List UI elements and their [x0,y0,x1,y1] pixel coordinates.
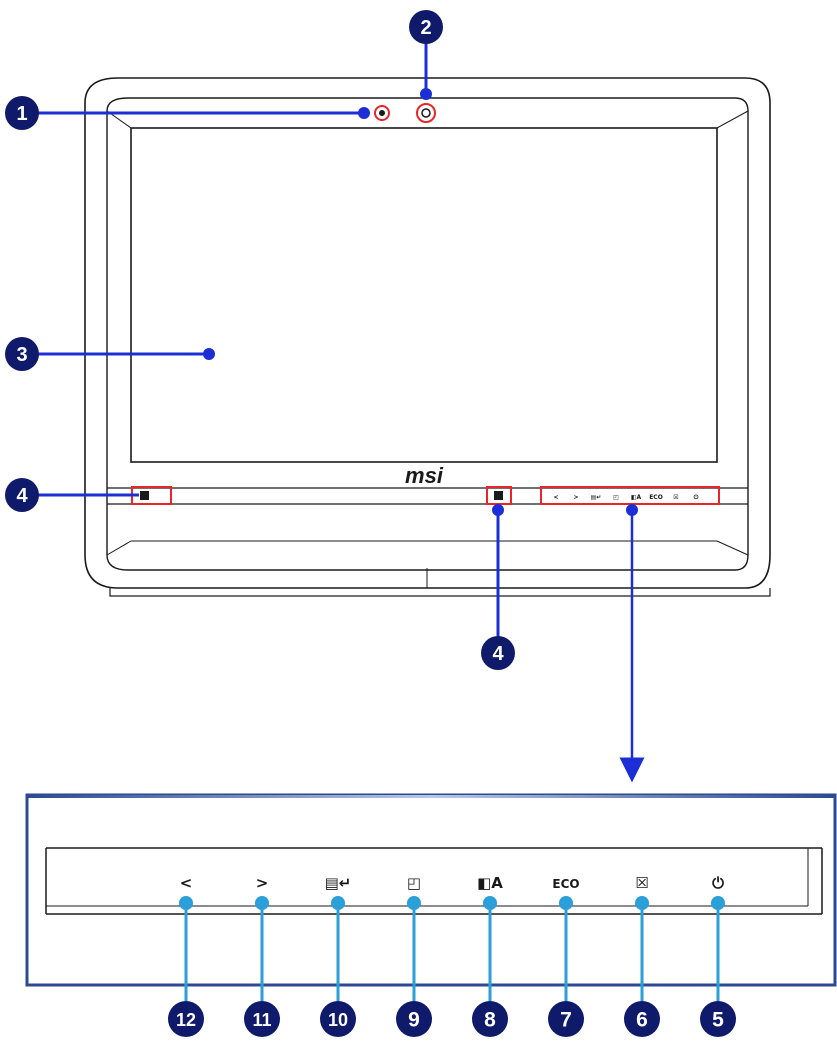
pointer-dot-4-right [492,504,504,516]
left-arrow-icon: < [180,874,193,892]
outer-bezel [84,77,771,589]
pointer-dot-7 [559,896,573,910]
pointer-dot-9 [407,896,421,910]
pointer-dot-12 [179,896,193,910]
pointer-dot-2 [420,88,432,100]
callout-9 [396,1001,432,1037]
eco-icon: ECO [552,877,579,891]
pointer-dot-11 [255,896,269,910]
left-speaker [140,491,149,500]
ambient-light-sensor [379,110,385,116]
ambient-light-sensor-highlight [374,105,390,121]
power-icon: ⏻ [712,874,724,892]
bar-glyph-6: ☒ [673,494,678,501]
panel-button-6[interactable]: ☒6 [624,874,660,1037]
callout-11 [244,1001,280,1037]
callout-8-number: 8 [484,1009,496,1032]
bar-glyph-5: ECO [649,494,663,501]
top-callouts: 1 2 3 4 4 [5,10,645,783]
callout-4-left [5,478,39,512]
callout-7 [548,1001,584,1037]
bar-glyph-4: ◧A [631,494,642,501]
input-source-icon: ◰ [407,874,421,892]
pointer-dot-1 [358,107,370,119]
panel-button-8[interactable]: ◧A 8 [472,874,508,1037]
callout-1-number: 1 [16,103,27,125]
callout-12-number: 12 [176,1010,196,1030]
callout-2-number: 2 [420,17,431,39]
callout-10-number: 10 [328,1010,348,1030]
callout-5-number: 5 [712,1009,724,1032]
panel-button-7[interactable]: ECO 7 [548,877,584,1037]
panel-button-12[interactable]: <12 [168,874,204,1037]
bar-glyph-7: ⏻ [694,494,699,501]
bar-glyph-3: ◰ [613,494,619,501]
bevel-bl [106,540,132,556]
detail-panel-top-glow [27,795,835,798]
detail-panel [25,793,837,987]
callout-12 [168,1001,204,1037]
panel-button-5[interactable]: ⏻5 [700,874,736,1037]
button-strip [45,847,823,915]
stand-base [109,588,771,597]
pointer-dot-control-bar [626,504,638,516]
callout-10 [320,1001,356,1037]
menu-enter-icon: ▤↵ [325,874,352,892]
callout-11-number: 11 [252,1010,271,1030]
pointer-dot-10 [331,896,345,910]
callout-6 [624,1001,660,1037]
auto-adjust-icon: ◧A [477,874,503,892]
msi-logo: msi [405,463,444,488]
callout-4-left-number: 4 [16,485,28,507]
callout-1 [5,96,39,130]
bevel-br [716,540,749,556]
screen [130,127,718,463]
pointer-dot-5 [711,896,725,910]
panel-button-11[interactable]: >11 [244,874,280,1037]
bar-glyph-2: ▤↵ [591,494,602,501]
panel-button-10[interactable]: ▤↵ 10 [320,874,356,1037]
callout-7-number: 7 [560,1009,572,1032]
right-speaker-highlight [486,486,512,505]
callout-2 [409,10,443,44]
bevel-tr [716,110,749,129]
right-arrow-icon: > [256,874,269,892]
control-bar-highlight [540,486,720,505]
panel-button-9[interactable]: ◰9 [396,874,432,1037]
pointer-dot-3 [203,348,215,360]
pointer-dot-8 [483,896,497,910]
detail-panel-frame [25,793,837,987]
callout-6-number: 6 [636,1009,648,1032]
inner-bezel [106,97,749,571]
monitor [84,77,771,597]
callout-4-right [481,636,515,670]
callout-3 [5,337,39,371]
callout-4-right-number: 4 [492,643,504,665]
webcam-highlight [416,103,436,123]
callout-3-number: 3 [16,344,27,366]
callout-5 [700,1001,736,1037]
webcam [421,108,431,118]
right-speaker [494,491,503,500]
bar-glyph-1: > [573,494,578,501]
pointer-dot-6 [635,896,649,910]
display-off-icon: ☒ [635,874,648,892]
callout-8 [472,1001,508,1037]
bar-glyph-0: < [553,494,558,501]
callout-9-number: 9 [408,1009,420,1032]
control-bar-glyphs: < > ▤↵ ◰ ◧A ECO ☒ ⏻ [553,494,698,501]
